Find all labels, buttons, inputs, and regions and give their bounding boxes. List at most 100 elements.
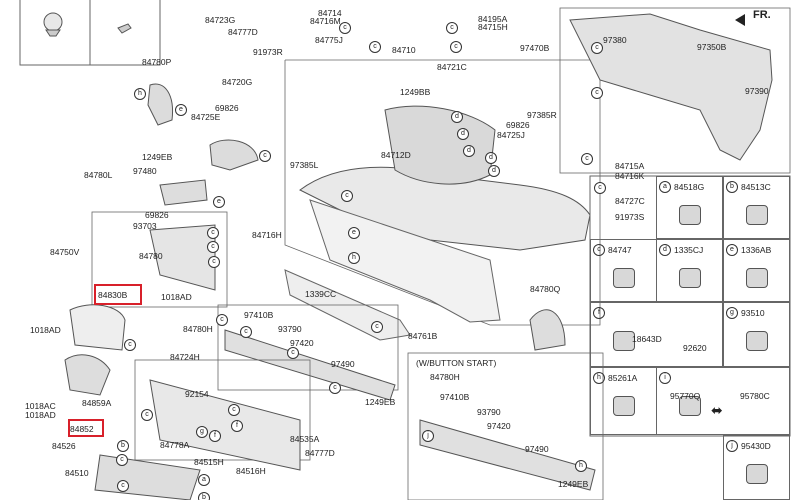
callout-letter-marker: c: [259, 150, 271, 162]
callout-letter-marker: c: [228, 404, 240, 416]
callout-letter-marker: d: [457, 128, 469, 140]
part-callout-label: 84725J: [497, 130, 525, 140]
part-callout-label: 84777D: [305, 448, 335, 458]
callout-letter-marker: c: [117, 480, 129, 492]
callout-letter-marker: c: [450, 41, 462, 53]
part-callout-label: 91973S: [615, 212, 645, 222]
legend-letter: h: [593, 372, 605, 384]
upper-pad-shape: [384, 105, 496, 185]
legend-letter: c: [593, 244, 605, 256]
part-callout-label: 84830B: [98, 290, 128, 300]
part-callout-label: 84724H: [170, 352, 200, 362]
part-callout-label: 1018AD: [161, 292, 192, 302]
part-callout-label: 92154: [185, 389, 209, 399]
legend-sub-part-label: 18643D: [632, 334, 662, 344]
part-callout-label: 84780H: [430, 372, 460, 382]
part-callout-label: 1249EB: [558, 479, 589, 489]
callout-letter-marker: d: [488, 165, 500, 177]
callout-letter-marker: b: [117, 440, 129, 452]
part-callout-label: 69826: [215, 103, 239, 113]
legend-part-number: 85261A: [608, 373, 638, 383]
legend-letter: b: [726, 181, 738, 193]
part-callout-label: 97420: [290, 338, 314, 348]
part-callout-label: 84780: [139, 251, 163, 261]
legend-part-shape: [746, 268, 768, 288]
part-callout-label: 84725E: [191, 112, 221, 122]
legend-part-shape: [679, 205, 701, 225]
legend-part-number: 93510: [741, 308, 765, 318]
part-callout-label: 84859A: [82, 398, 112, 408]
interchange-arrow-icon: ⬌: [711, 402, 723, 418]
callout-letter-marker: c: [369, 41, 381, 53]
part-callout-label: 84535A: [290, 434, 320, 444]
legend-letter: i: [659, 372, 671, 384]
legend-part-shape: [613, 396, 635, 416]
part-callout-label: 97390: [745, 86, 769, 96]
part-callout-label: 84780H: [183, 324, 213, 334]
callout-letter-marker: c: [216, 314, 228, 326]
part-callout-label: 1018AC: [25, 401, 56, 411]
air-duct-shape: [569, 13, 773, 161]
legend-letter: g: [726, 307, 738, 319]
center-garnish-alt-shape: [419, 419, 596, 491]
part-callout-label: 84715H: [478, 22, 508, 32]
callout-letter-marker: h: [134, 88, 146, 100]
callout-letter-marker: c: [240, 326, 252, 338]
legend-part-number: 1336AB: [741, 245, 772, 255]
callout-letter-marker: c: [341, 190, 353, 202]
glove-box-shape: [94, 454, 201, 500]
part-callout-label: 97470B: [520, 43, 550, 53]
part-callout-label: 84761B: [408, 331, 438, 341]
callout-letter-marker: d: [463, 145, 475, 157]
legend-letter: j: [726, 440, 738, 452]
part-callout-label: 84777D: [228, 27, 258, 37]
crash-pad-cover-shape: [149, 224, 216, 291]
part-callout-label: 97380: [603, 35, 627, 45]
part-callout-label: 84510: [65, 468, 89, 478]
button-start-group-box: [407, 352, 604, 500]
part-callout-label: 1249BB: [400, 87, 431, 97]
cluster-fascia-shape: [69, 304, 126, 351]
legend-part-number: 84747: [608, 245, 632, 255]
callout-letter-marker: c: [207, 227, 219, 239]
vent-shape: [159, 179, 208, 206]
part-callout-label: 1249EB: [365, 397, 396, 407]
callout-letter-marker: c: [591, 42, 603, 54]
part-callout-label: 1018AD: [30, 325, 61, 335]
highlighted-part-box: [68, 419, 104, 437]
callout-letter-marker: g: [196, 426, 208, 438]
part-callout-label: 84778A: [160, 440, 190, 450]
part-callout-label: 97490: [331, 359, 355, 369]
callout-letter-marker: h: [575, 460, 587, 472]
legend-letter: e: [726, 244, 738, 256]
legend-letter: d: [659, 244, 671, 256]
part-callout-label: 84716K: [615, 171, 645, 181]
part-callout-label: 1339CC: [305, 289, 337, 299]
side-cover-right-shape: [529, 309, 566, 351]
legend-part-shape: [679, 268, 701, 288]
part-callout-label: 97385L: [290, 160, 319, 170]
part-callout-label: 84780P: [142, 57, 172, 67]
legend-sub-part-label: 95770Q: [670, 391, 701, 401]
part-callout-label: (W/BUTTON START): [416, 358, 497, 368]
legend-sub-part-label: 92620: [683, 343, 707, 353]
legend-part-number: 84513C: [741, 182, 771, 192]
part-callout-label: 84780L: [84, 170, 113, 180]
screw-part-shape: [117, 23, 132, 34]
callout-letter-marker: d: [451, 111, 463, 123]
callout-letter-marker: c: [371, 321, 383, 333]
part-callout-label: 69826: [145, 210, 169, 220]
part-callout-label: 84715A: [615, 161, 645, 171]
part-callout-label: 84714: [318, 8, 342, 18]
legend-letter: f: [593, 307, 605, 319]
callout-letter-marker: c: [287, 347, 299, 359]
part-callout-label: 97385R: [527, 110, 557, 120]
legend-cell-i: i: [656, 367, 790, 435]
